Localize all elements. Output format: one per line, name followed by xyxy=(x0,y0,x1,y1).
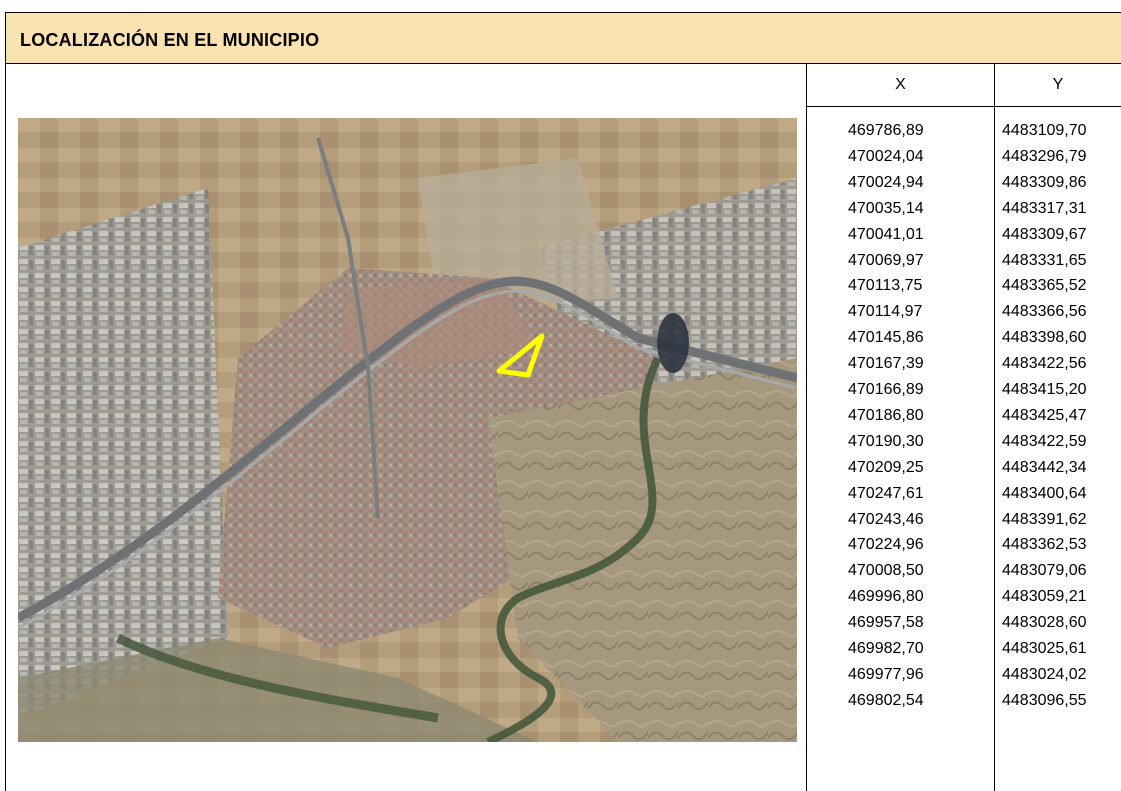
highlighted-parcel xyxy=(496,333,545,378)
table-cell-y: 4483025,61 xyxy=(1002,640,1087,657)
table-cell-x: 470166,89 xyxy=(848,381,924,398)
table-cell-x: 469802,54 xyxy=(848,692,924,709)
table-cell-y: 4483425,47 xyxy=(1002,407,1087,424)
column-header-x: X xyxy=(895,76,906,93)
table-cell-x: 469977,96 xyxy=(848,666,924,683)
table-cell-y: 4483442,34 xyxy=(1002,459,1087,476)
table-cell-y: 4483309,67 xyxy=(1002,226,1087,243)
table-cell-y: 4483365,52 xyxy=(1002,277,1087,294)
table-cell-x: 470243,46 xyxy=(848,511,924,528)
table-cell-y: 4483422,59 xyxy=(1002,433,1087,450)
table-cell-y: 4483296,79 xyxy=(1002,148,1087,165)
table-cell-y: 4483317,31 xyxy=(1002,200,1087,217)
aerial-map xyxy=(18,118,797,742)
table-cell-x: 469982,70 xyxy=(848,640,924,657)
table-cell-x: 470024,94 xyxy=(848,174,924,191)
table-border-middle xyxy=(994,64,995,791)
table-cell-x: 469996,80 xyxy=(848,588,924,605)
table-cell-y: 4483024,02 xyxy=(1002,666,1087,683)
table-cell-y: 4483331,65 xyxy=(1002,252,1087,269)
aerial-map-image xyxy=(18,118,797,742)
table-cell-x: 470024,04 xyxy=(848,148,924,165)
table-cell-x: 469957,58 xyxy=(848,614,924,631)
table-cell-y: 4483398,60 xyxy=(1002,329,1087,346)
table-cell-y: 4483059,21 xyxy=(1002,588,1087,605)
table-border-left xyxy=(806,64,807,791)
table-cell-x: 470167,39 xyxy=(848,355,924,372)
table-cell-x: 470247,61 xyxy=(848,485,924,502)
table-header-divider xyxy=(806,106,1121,107)
table-cell-y: 4483391,62 xyxy=(1002,511,1087,528)
table-cell-x: 470190,30 xyxy=(848,433,924,450)
table-cell-y: 4483028,60 xyxy=(1002,614,1087,631)
table-cell-x: 470186,80 xyxy=(848,407,924,424)
column-header-y: Y xyxy=(1052,76,1064,93)
table-cell-y: 4483109,70 xyxy=(1002,122,1087,139)
table-cell-x: 470035,14 xyxy=(848,200,924,217)
table-cell-x: 470069,97 xyxy=(848,252,924,269)
page-frame xyxy=(5,12,1121,791)
table-cell-y: 4483096,55 xyxy=(1002,692,1087,709)
section-title: LOCALIZACIÓN EN EL MUNICIPIO xyxy=(20,30,320,50)
table-cell-y: 4483309,86 xyxy=(1002,174,1087,191)
table-cell-y: 4483400,64 xyxy=(1002,485,1087,502)
table-cell-y: 4483366,56 xyxy=(1002,303,1087,320)
table-cell-y: 4483422,56 xyxy=(1002,355,1087,372)
table-cell-y: 4483415,20 xyxy=(1002,381,1087,398)
table-cell-x: 470041,01 xyxy=(848,226,924,243)
table-cell-x: 469786,89 xyxy=(848,122,924,139)
table-cell-x: 470224,96 xyxy=(848,536,924,553)
table-cell-x: 470008,50 xyxy=(848,562,924,579)
table-cell-x: 470113,75 xyxy=(848,277,923,294)
table-cell-y: 4483079,06 xyxy=(1002,562,1087,579)
section-header: LOCALIZACIÓN EN EL MUNICIPIO xyxy=(6,13,1121,64)
table-cell-x: 470209,25 xyxy=(848,459,924,476)
table-cell-y: 4483362,53 xyxy=(1002,536,1087,553)
table-cell-x: 470145,86 xyxy=(848,329,924,346)
table-cell-x: 470114,97 xyxy=(848,303,923,320)
